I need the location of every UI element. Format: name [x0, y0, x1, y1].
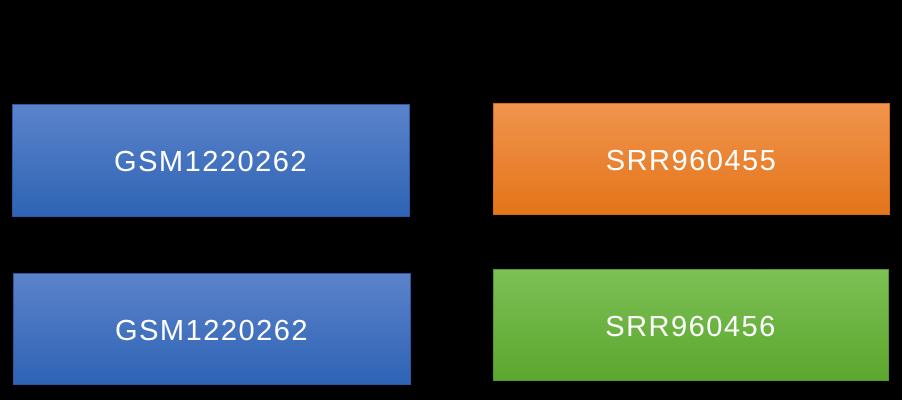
node-gsm-sample-top: GSM1220262 [12, 104, 410, 217]
node-gsm-sample-top-label: GSM1220262 [114, 146, 308, 178]
node-gsm-sample-bottom: GSM1220262 [13, 273, 411, 385]
node-srr-run-top: SRR960455 [493, 103, 890, 215]
node-srr-run-top-label: SRR960455 [605, 144, 778, 177]
node-srr-run-bottom: SRR960456 [493, 269, 889, 381]
node-gsm-sample-bottom-label: GSM1220262 [115, 314, 309, 347]
node-srr-run-bottom-label: SRR960456 [605, 310, 777, 343]
